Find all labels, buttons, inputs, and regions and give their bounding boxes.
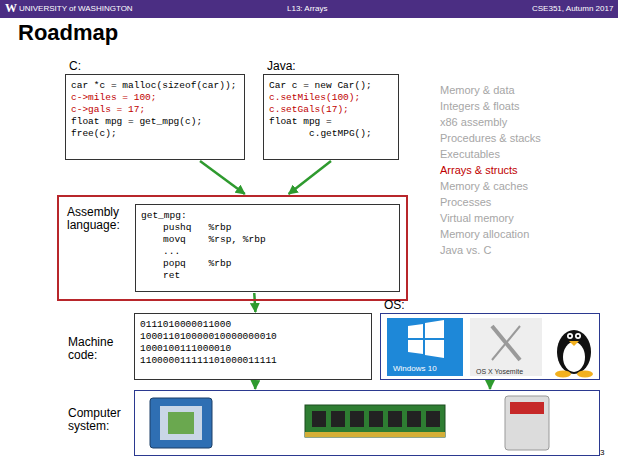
code-line: popq %rbp (163, 258, 231, 270)
code-line: 100011010000010000000010 (140, 331, 277, 343)
ssd-drive (505, 396, 549, 450)
os-box: OS:Windows 10OS X Yosemite (380, 313, 600, 380)
code-line: ... (163, 246, 180, 258)
roadmap-item: Processes (440, 196, 491, 209)
c-code-box: C:car *c = malloc(sizeof(car));c->miles … (65, 74, 245, 160)
roadmap-item: Memory allocation (440, 228, 529, 241)
windows-logo (387, 318, 463, 376)
roadmap-item: Virtual memory (440, 212, 514, 225)
university-name: UNIVERSITY of WASHINGTON (19, 4, 133, 13)
machine-code-box: Machine code:011101000001100010001101000… (134, 313, 372, 380)
java-code-box: Java:Car c = new Car();c.setMiles(100);c… (263, 74, 399, 160)
header-bar (0, 0, 618, 18)
node-heading: Computer system: (68, 407, 130, 433)
roadmap-item: Integers & floats (440, 100, 520, 113)
code-line: 1000100111000010 (140, 343, 231, 355)
code-line: pushq %rbp (163, 222, 231, 234)
node-heading: C: (69, 60, 81, 73)
code-line: ret (163, 270, 180, 282)
code-line: free(c); (71, 128, 117, 140)
code-line: float mpg = (269, 116, 332, 128)
roadmap-item: Memory & data (440, 84, 515, 97)
code-line: c.getMPG(); (309, 128, 372, 140)
flow-arrow (200, 161, 245, 194)
computer-system-box: Computer system: (134, 390, 600, 456)
code-line: movq %rsp, %rbp (163, 234, 266, 246)
roadmap-item: Java vs. C (440, 244, 491, 257)
uw-logo: W (5, 2, 17, 16)
roadmap-item: Memory & caches (440, 180, 528, 193)
linux-penguin (555, 330, 593, 378)
slide-title: Roadmap (18, 20, 118, 46)
code-line: c->miles = 100; (71, 92, 157, 104)
code-line: 0111010000011000 (140, 319, 231, 331)
cpu-chip (150, 398, 212, 448)
roadmap-item-current: Arrays & structs (440, 164, 518, 177)
flow-arrow (289, 161, 331, 194)
roadmap-item: x86 assembly (440, 116, 507, 129)
osx-logo (470, 318, 542, 376)
code-line: Car c = new Car(); (269, 80, 372, 92)
page-number: 3 (600, 448, 604, 457)
code-line: c.setGals(17); (269, 104, 349, 116)
node-heading: Java: (267, 60, 296, 73)
flow-arrow (254, 293, 255, 312)
code-line: car *c = malloc(sizeof(car)); (71, 80, 236, 92)
lecture-name: L13: Arrays (287, 4, 327, 13)
node-heading: OS X Yosemite (476, 365, 523, 378)
flow-arrow (254, 381, 257, 389)
flow-arrow (489, 381, 492, 389)
node-heading: Windows 10 (393, 362, 437, 375)
ram-stick (305, 405, 445, 437)
roadmap-item: Procedures & stacks (440, 132, 541, 145)
node-heading: OS: (384, 299, 405, 312)
assembly-region: Assembly language:get_mpg:pushq %rbpmovq… (57, 195, 408, 301)
assembly-code-box: get_mpg:pushq %rbpmovq %rsp, %rbp...popq… (135, 204, 400, 292)
code-line: 110000011111101000011111 (140, 355, 277, 367)
node-heading: Machine code: (68, 336, 130, 362)
code-line: float mpg = get_mpg(c); (71, 116, 202, 128)
code-line: get_mpg: (141, 210, 187, 222)
course-name: CSE351, Autumn 2017 (532, 4, 613, 13)
code-line: c->gals = 17; (71, 104, 145, 116)
code-line: c.setMiles(100); (269, 92, 360, 104)
roadmap-item: Executables (440, 148, 500, 161)
node-heading: Assembly language: (67, 206, 131, 232)
